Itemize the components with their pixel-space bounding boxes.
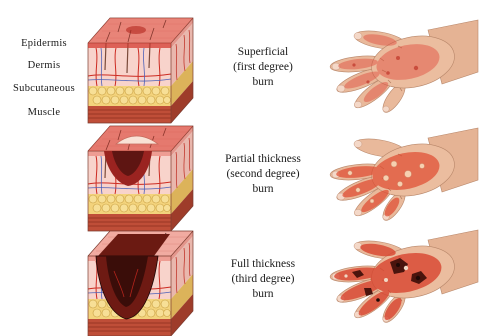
speckle <box>386 71 390 75</box>
speckle <box>352 63 355 66</box>
blister <box>391 161 397 167</box>
caption-superficial-burn: Superficial (first degree) burn <box>200 45 326 90</box>
caption-line: Superficial <box>200 45 326 60</box>
hand-superficial-burn <box>329 20 478 116</box>
blister <box>420 164 425 169</box>
caption-line: burn <box>200 287 326 302</box>
label-muscle: Muscle <box>0 107 88 119</box>
blister <box>405 171 412 178</box>
blister <box>370 199 374 203</box>
caption-line: burn <box>200 182 326 197</box>
skin-block-partial-thickness <box>88 126 193 231</box>
blister <box>397 181 402 186</box>
caption-full-thickness-burn: Full thickness (third degree) burn <box>200 257 326 302</box>
char-spot <box>376 298 380 302</box>
label-epidermis: Epidermis <box>0 38 88 50</box>
hand-full-thickness-burn <box>329 230 478 326</box>
skin-block-superficial <box>88 18 193 123</box>
caption-line: (first degree) <box>200 60 326 75</box>
pale-spot <box>404 266 408 270</box>
char-spot <box>416 276 420 280</box>
caption-line: Partial thickness <box>200 152 326 167</box>
blister <box>356 188 360 192</box>
pale-spot <box>384 278 388 282</box>
caption-line: Full thickness <box>200 257 326 272</box>
caption-partial-thickness-burn: Partial thickness (second degree) burn <box>200 152 326 197</box>
label-subcutaneous: Subcutaneous <box>0 83 88 95</box>
label-dermis: Dermis <box>0 60 88 72</box>
caption-line: (third degree) <box>200 272 326 287</box>
caption-line: burn <box>200 75 326 90</box>
caption-line: (second degree) <box>200 167 326 182</box>
speckle <box>414 66 418 70</box>
blister <box>348 171 352 175</box>
skin-block-full-thickness <box>88 231 193 336</box>
blister <box>383 175 389 181</box>
hand-partial-thickness-burn <box>329 128 478 224</box>
speckle <box>396 56 400 60</box>
speckle <box>366 80 369 83</box>
burned-epidermis <box>88 43 171 48</box>
burn-spot <box>126 26 146 34</box>
pale-spot <box>344 274 347 277</box>
char-spot <box>396 263 400 267</box>
